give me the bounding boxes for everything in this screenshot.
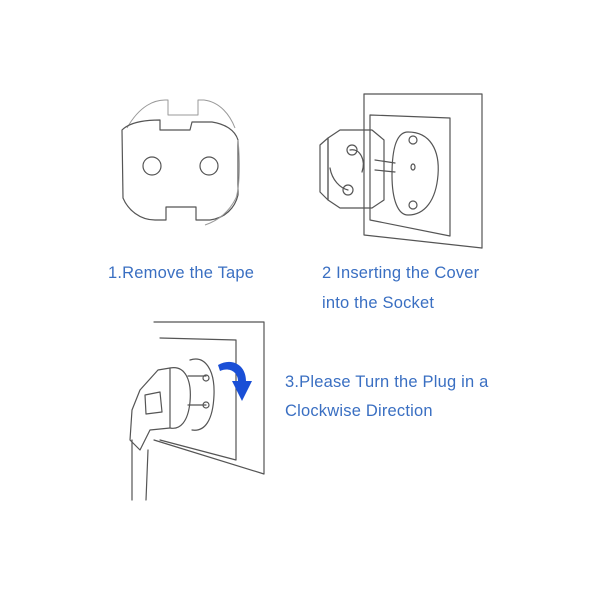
clockwise-arrow-icon [218,361,252,401]
plug-turning-illustration [129,321,265,501]
cover-inserting-illustration [319,93,483,249]
step-2-caption-line1: 2 Inserting the Cover [322,264,480,282]
step-2-caption-line2: into the Socket [322,294,435,312]
socket-cover-illustration [121,99,240,226]
step-3-caption-line2: Clockwise Direction [285,402,433,420]
step-1-caption: 1.Remove the Tape [108,264,255,282]
step-3-caption-line1: 3.Please Turn the Plug in a [285,373,489,391]
